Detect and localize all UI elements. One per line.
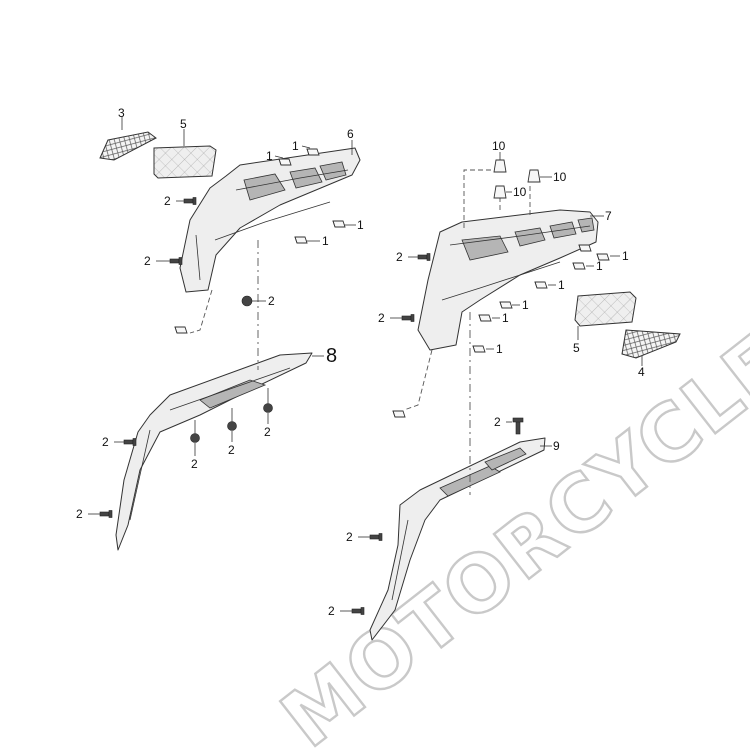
callout-2-l: 2 [346, 530, 353, 544]
screw-part-2-f [190, 420, 200, 443]
callout-1-d: 1 [322, 234, 329, 248]
bracket-part-10-b [493, 185, 507, 199]
bracket-part-10-a [493, 159, 507, 173]
callout-2-b: 2 [144, 254, 151, 268]
callout-6: 6 [347, 127, 354, 141]
callout-2-d: 2 [102, 435, 109, 449]
callout-9: 9 [553, 439, 560, 453]
screw-part-2-a [183, 197, 197, 205]
callout-1-k: 1 [496, 342, 503, 356]
callout-10-c: 10 [553, 170, 567, 184]
callout-5-left: 5 [180, 117, 187, 131]
screw-part-2-b [169, 257, 183, 265]
clip-part-1-c [332, 220, 346, 228]
left-foam-pad-part-5 [153, 145, 217, 179]
clip-part-1-m [392, 410, 406, 418]
callout-10-a: 10 [492, 139, 506, 153]
callout-1-g: 1 [596, 259, 603, 273]
clip-part-1-e [174, 326, 188, 334]
callout-2-j: 2 [378, 311, 385, 325]
clip-part-1-i [534, 281, 548, 289]
left-intake-grille-part-3 [99, 131, 157, 161]
callout-2-k: 2 [494, 415, 501, 429]
callout-1-j: 1 [502, 311, 509, 325]
callout-2-m: 2 [328, 604, 335, 618]
callout-5-right: 5 [573, 341, 580, 355]
clip-part-1-f [578, 244, 592, 252]
callout-7: 7 [605, 209, 612, 223]
callout-1-b: 1 [292, 139, 299, 153]
clip-part-1-b [306, 148, 320, 156]
clip-part-1-j [499, 301, 513, 309]
screw-part-2-l [369, 533, 383, 541]
right-bracket-guide-a [463, 169, 500, 228]
watermark: MOTORCYCLEDOCTOR [266, 82, 750, 750]
clip-part-1-a [278, 158, 292, 166]
screw-part-2-i [417, 253, 431, 261]
callout-2-i: 2 [396, 250, 403, 264]
clip-part-1-d [294, 236, 308, 244]
callout-2-f: 2 [191, 457, 198, 471]
callout-4: 4 [638, 365, 645, 379]
callout-2-c: 2 [268, 294, 275, 308]
right-upper-cowl-part-7 [417, 209, 599, 351]
callout-2-g: 2 [228, 443, 235, 457]
right-clip-guide [403, 349, 433, 411]
clip-part-1-k [478, 314, 492, 322]
clip-part-1-h [572, 262, 586, 270]
callout-1-h: 1 [558, 278, 565, 292]
right-intake-grille-part-4 [621, 329, 681, 359]
left-clip-guide [189, 289, 213, 334]
callout-1-a: 1 [266, 149, 273, 163]
screw-part-2-e [99, 510, 113, 518]
callout-1-f: 1 [622, 249, 629, 263]
screw-part-2-g [227, 408, 237, 431]
callout-2-h: 2 [264, 425, 271, 439]
left-upper-cowl-part-6 [179, 147, 361, 293]
callout-1-i: 1 [522, 298, 529, 312]
callout-1-c: 1 [357, 218, 364, 232]
screw-part-2-d [123, 438, 137, 446]
screw-part-2-j [401, 314, 415, 322]
screw-part-2-h [263, 388, 273, 413]
callout-2-e: 2 [76, 507, 83, 521]
callout-10-b: 10 [513, 185, 527, 199]
screw-part-2-m [351, 607, 365, 615]
callout-3: 3 [118, 106, 125, 120]
callout-2-a: 2 [164, 194, 171, 208]
left-lower-panel-part-8 [115, 352, 313, 551]
right-foam-pad-part-5 [574, 291, 637, 327]
clip-part-1-l [472, 345, 486, 353]
screw-part-2-c [241, 295, 253, 307]
screw-part-2-k [512, 417, 524, 435]
bracket-part-10-c [527, 169, 541, 183]
callout-8: 8 [326, 345, 337, 367]
